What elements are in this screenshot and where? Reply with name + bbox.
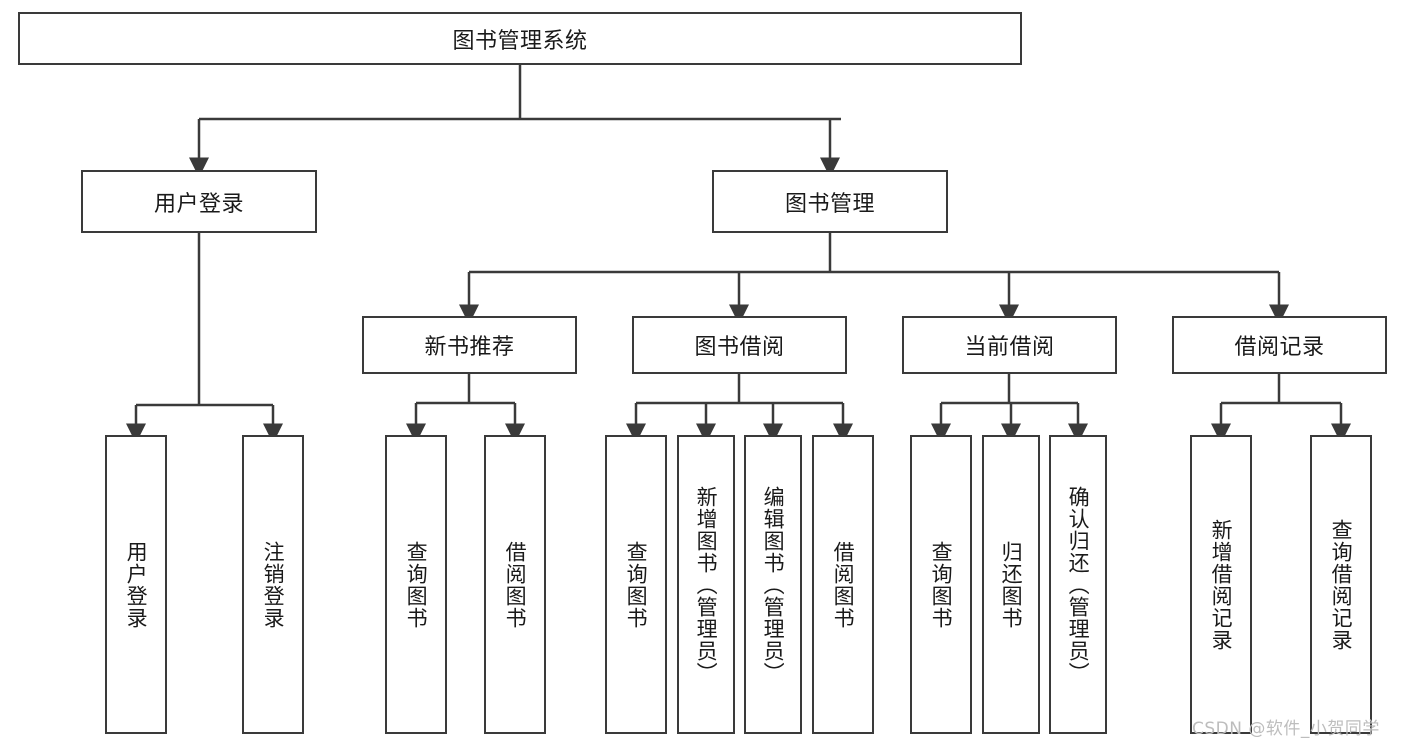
leaf-query-borrow-record[interactable]: 查询借阅记录: [1310, 435, 1372, 734]
node-new-book-recommend[interactable]: 新书推荐: [362, 316, 577, 374]
leaf-query-book-1-label: 查询图书: [404, 540, 429, 629]
node-user-login[interactable]: 用户登录: [81, 170, 317, 233]
node-user-login-label: 用户登录: [153, 191, 244, 217]
leaf-user-login[interactable]: 用户登录: [105, 435, 167, 734]
leaf-edit-book-admin-label: 编辑图书（管理员）: [761, 485, 786, 684]
leaf-logout-login[interactable]: 注销登录: [242, 435, 304, 734]
leaf-confirm-return-admin[interactable]: 确认归还（管理员）: [1049, 435, 1107, 734]
leaf-return-book[interactable]: 归还图书: [982, 435, 1040, 734]
leaf-edit-book-admin[interactable]: 编辑图书（管理员）: [744, 435, 802, 734]
leaf-borrow-book-1[interactable]: 借阅图书: [484, 435, 546, 734]
leaf-confirm-return-admin-label: 确认归还（管理员）: [1066, 485, 1091, 684]
leaf-return-book-label: 归还图书: [999, 540, 1024, 629]
node-root[interactable]: 图书管理系统: [18, 12, 1022, 65]
leaf-query-book-3-label: 查询图书: [929, 540, 954, 629]
node-book-borrow-label: 图书借阅: [694, 335, 785, 360]
node-book-management[interactable]: 图书管理: [712, 170, 948, 233]
node-book-management-label: 图书管理: [784, 191, 875, 217]
leaf-borrow-book-2-label: 借阅图书: [831, 540, 856, 629]
node-current-borrow[interactable]: 当前借阅: [902, 316, 1117, 374]
leaf-query-borrow-record-label: 查询借阅记录: [1329, 518, 1354, 651]
leaf-borrow-book-1-label: 借阅图书: [503, 540, 528, 629]
node-root-label: 图书管理系统: [452, 28, 588, 54]
node-borrow-record-label: 借阅记录: [1234, 335, 1325, 360]
node-current-borrow-label: 当前借阅: [964, 335, 1055, 360]
leaf-query-book-3[interactable]: 查询图书: [910, 435, 972, 734]
leaf-add-book-admin[interactable]: 新增图书（管理员）: [677, 435, 735, 734]
leaf-add-borrow-record-label: 新增借阅记录: [1209, 518, 1234, 651]
leaf-borrow-book-2[interactable]: 借阅图书: [812, 435, 874, 734]
leaf-query-book-2[interactable]: 查询图书: [605, 435, 667, 734]
node-book-borrow[interactable]: 图书借阅: [632, 316, 847, 374]
leaf-query-book-2-label: 查询图书: [624, 540, 649, 629]
leaf-logout-login-label: 注销登录: [261, 540, 286, 629]
leaf-add-borrow-record[interactable]: 新增借阅记录: [1190, 435, 1252, 734]
csdn-watermark: CSDN @软件_小贺同学: [1192, 719, 1380, 739]
leaf-add-book-admin-label: 新增图书（管理员）: [694, 485, 719, 684]
leaf-query-book-1[interactable]: 查询图书: [385, 435, 447, 734]
leaf-user-login-label: 用户登录: [124, 540, 149, 629]
node-new-book-recommend-label: 新书推荐: [424, 335, 515, 360]
node-borrow-record[interactable]: 借阅记录: [1172, 316, 1387, 374]
